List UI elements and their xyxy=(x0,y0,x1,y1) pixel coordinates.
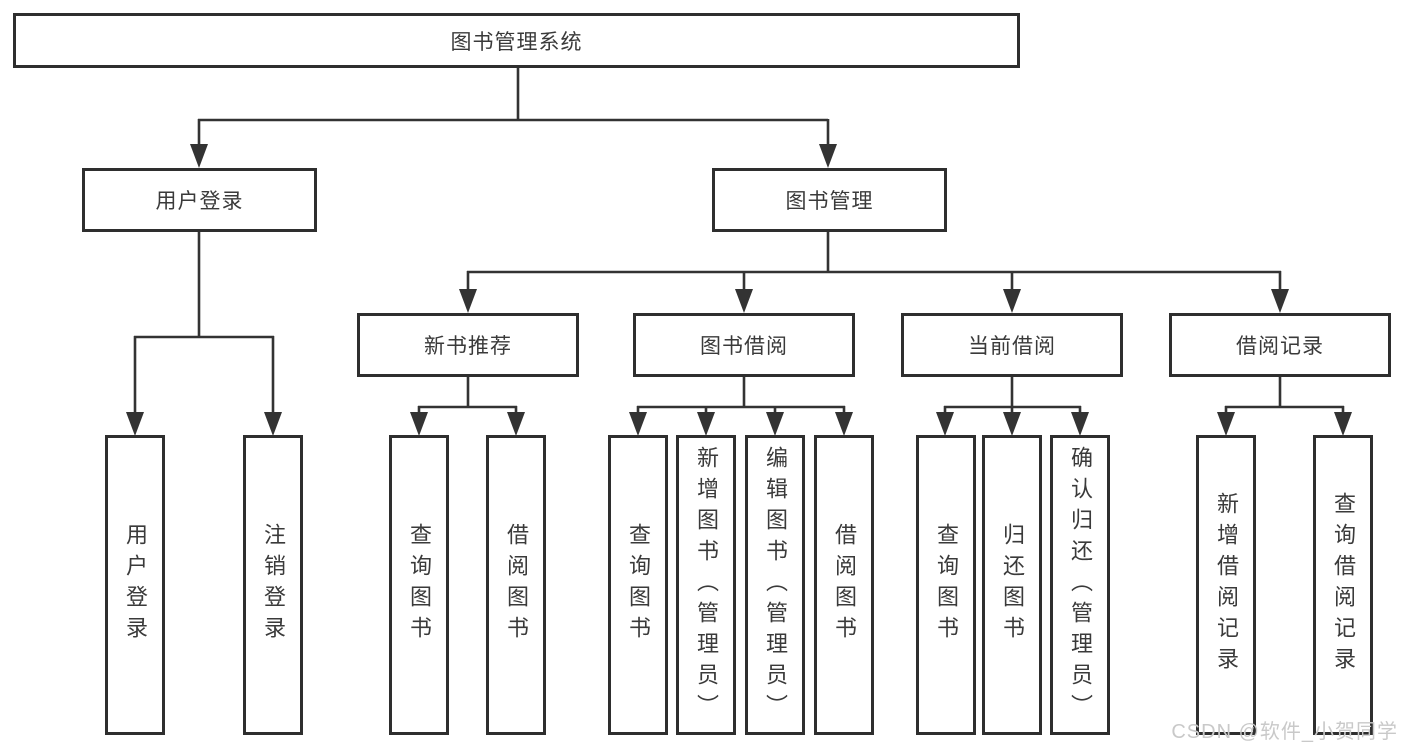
leaf-label: 查询图书 xyxy=(934,523,959,647)
leaf-label: 查询图书 xyxy=(626,523,651,647)
node-label: 图书管理 xyxy=(785,190,874,213)
leaf-borrow-books: 借阅图书 xyxy=(814,435,874,735)
node-label: 借阅记录 xyxy=(1236,335,1324,358)
leaf-label: 新增图书（管理员） xyxy=(694,445,719,725)
leaf-query-borrow-record: 查询借阅记录 xyxy=(1313,435,1373,735)
leaf-label: 查询借阅记录 xyxy=(1331,492,1356,678)
node-label: 图书管理系统 xyxy=(450,30,583,54)
leaf-logout: 注销登录 xyxy=(243,435,303,735)
node-new-book-recommend: 新书推荐 xyxy=(357,313,579,377)
leaf-query-books-current: 查询图书 xyxy=(916,435,976,735)
node-book-management: 图书管理 xyxy=(712,168,947,232)
node-library-system: 图书管理系统 xyxy=(13,13,1020,68)
node-user-login: 用户登录 xyxy=(82,168,317,232)
leaf-label: 归还图书 xyxy=(1000,523,1025,647)
leaf-label: 借阅图书 xyxy=(832,523,857,647)
node-label: 图书借阅 xyxy=(700,335,788,358)
leaf-borrow-books-recommend: 借阅图书 xyxy=(486,435,546,735)
leaf-add-books-admin: 新增图书（管理员） xyxy=(676,435,736,735)
node-label: 新书推荐 xyxy=(424,335,512,358)
csdn-watermark: CSDN @软件_小贺同学 xyxy=(1171,721,1398,743)
node-label: 用户登录 xyxy=(155,190,244,213)
leaf-confirm-return-admin: 确认归还（管理员） xyxy=(1050,435,1110,735)
leaf-label: 注销登录 xyxy=(261,523,286,647)
leaf-label: 借阅图书 xyxy=(504,523,529,647)
node-label: 当前借阅 xyxy=(968,335,1056,358)
leaf-add-borrow-record: 新增借阅记录 xyxy=(1196,435,1256,735)
leaf-label: 用户登录 xyxy=(123,523,148,647)
leaf-return-books: 归还图书 xyxy=(982,435,1042,735)
leaf-query-books-borrow: 查询图书 xyxy=(608,435,668,735)
leaf-edit-books-admin: 编辑图书（管理员） xyxy=(745,435,805,735)
leaf-label: 确认归还（管理员） xyxy=(1068,445,1093,725)
node-borrow-records: 借阅记录 xyxy=(1169,313,1391,377)
leaf-label: 新增借阅记录 xyxy=(1214,492,1239,678)
node-book-borrow: 图书借阅 xyxy=(633,313,855,377)
leaf-label: 查询图书 xyxy=(407,523,432,647)
node-current-borrow: 当前借阅 xyxy=(901,313,1123,377)
leaf-query-books-recommend: 查询图书 xyxy=(389,435,449,735)
leaf-user-login: 用户登录 xyxy=(105,435,165,735)
leaf-label: 编辑图书（管理员） xyxy=(763,445,788,725)
